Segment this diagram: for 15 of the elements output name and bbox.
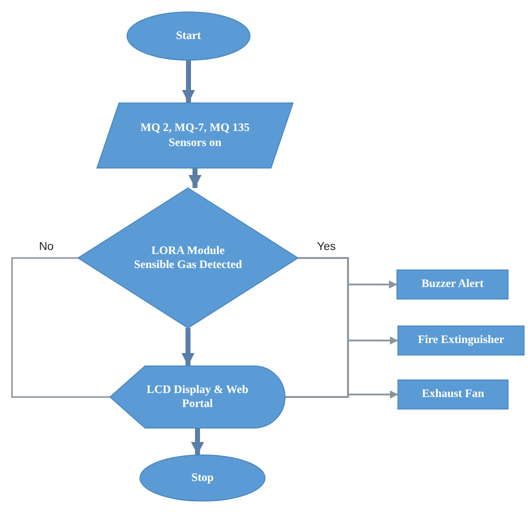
arrow [188,168,202,188]
edge-label: Yes [316,241,337,253]
arrow [182,328,194,366]
arrow [285,390,398,398]
node-label: Fire Extinguisher [418,333,504,348]
node-label: Exhaust Fan [422,387,484,402]
node-label: LORA Module Sensible Gas Detected [133,244,243,272]
arrow [182,60,195,103]
node-label: Start [176,28,201,44]
node-label: MQ 2, MQ-7, MQ 135 Sensors on [139,121,251,150]
arrow [191,428,204,455]
node-label: Buzzer Alert [421,277,484,292]
node-label: LCD Display & Web Portal [146,382,250,412]
node-label: Stop [191,470,214,486]
edge-label: No [38,241,55,253]
